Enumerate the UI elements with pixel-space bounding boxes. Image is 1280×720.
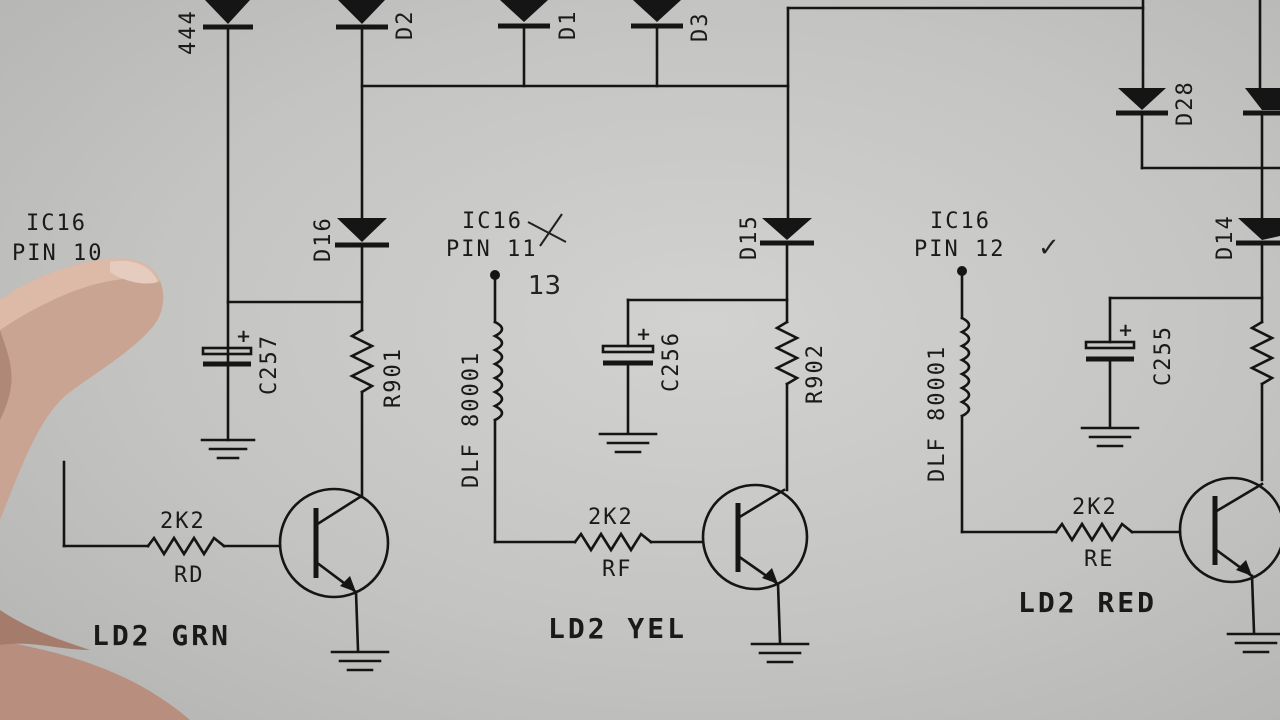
diode-d16-label: D16	[311, 216, 336, 262]
resistor-re: 2K2 RE	[960, 495, 1182, 572]
c256-plus: +	[636, 324, 651, 345]
c256-label: C256	[659, 331, 684, 392]
yel-pin-correction: 13	[528, 271, 561, 301]
diode-d1: D1	[498, 0, 581, 40]
diode-d2: D2	[336, 0, 418, 40]
diode-d28-label: D28	[1173, 80, 1198, 126]
pin-strike-mark	[527, 213, 567, 247]
diode-d2-label: D2	[393, 10, 418, 41]
r902-label: R902	[803, 343, 828, 404]
diode-444: 444	[176, 0, 253, 55]
red-inductor-label: DLF 80001	[925, 345, 950, 482]
finger-pointing	[0, 258, 190, 720]
inductor-red: DLF 80001	[925, 266, 971, 534]
diode-d15: D15	[737, 214, 814, 260]
yel-pin-label: PIN 11	[446, 237, 537, 262]
diode-444-label: 444	[176, 9, 201, 55]
rf-name: RF	[602, 557, 633, 582]
ground-c257	[200, 438, 256, 460]
red-pin-label: PIN 12	[914, 237, 1005, 262]
diode-d14: D14	[1213, 214, 1280, 260]
diode-d3: D3	[631, 0, 713, 42]
ground-yel	[750, 642, 810, 664]
diode-d1-label: D1	[556, 10, 581, 41]
yel-ic-label: IC16	[462, 209, 523, 234]
diode-d28: D28	[1116, 80, 1198, 126]
ground-grn	[330, 650, 390, 672]
capacitor-c257: + C257	[201, 326, 282, 395]
r901-label: R901	[381, 347, 406, 408]
red-check-mark: ✓	[1038, 233, 1060, 263]
red-title: LD2 RED	[1018, 586, 1157, 619]
diode-d14-label: D14	[1213, 214, 1238, 260]
diode-d3-label: D3	[688, 12, 713, 43]
c255-label: C255	[1151, 325, 1176, 386]
grn-ic-label: IC16	[26, 211, 87, 236]
diode-d15-label: D15	[737, 214, 762, 260]
re-name: RE	[1084, 547, 1115, 572]
inductor-yel: DLF 80001	[459, 270, 504, 544]
yel-title: LD2 YEL	[548, 612, 687, 645]
resistor-r902: R902	[774, 320, 828, 404]
grn-title: LD2 GRN	[92, 619, 231, 652]
ground-red	[1226, 632, 1280, 654]
resistor-rf: 2K2 RF	[493, 505, 704, 582]
capacitor-c255: + C255	[1084, 320, 1176, 386]
resistor-rd: 2K2 RD	[62, 460, 282, 588]
diode-d16: D16	[311, 216, 389, 262]
transistor-yel	[701, 483, 809, 591]
resistor-r901: R901	[349, 328, 406, 408]
rd-value: 2K2	[160, 509, 206, 534]
c257-label: C257	[257, 334, 282, 395]
re-value: 2K2	[1072, 495, 1118, 520]
resistor-right-partial	[1249, 320, 1275, 386]
capacitor-c256: + C256	[601, 324, 684, 392]
red-ic-label: IC16	[930, 209, 991, 234]
transistor-grn	[278, 487, 390, 599]
rd-name: RD	[174, 563, 205, 588]
grn-pin-label: PIN 10	[12, 241, 103, 266]
diode-right-top	[1243, 88, 1280, 116]
c257-plus: +	[236, 326, 251, 347]
ground-c256	[598, 432, 658, 454]
ground-c255	[1080, 426, 1140, 448]
transistor-red	[1178, 476, 1280, 584]
c255-plus: +	[1118, 320, 1133, 341]
rf-value: 2K2	[588, 505, 634, 530]
yel-inductor-label: DLF 80001	[459, 351, 484, 488]
